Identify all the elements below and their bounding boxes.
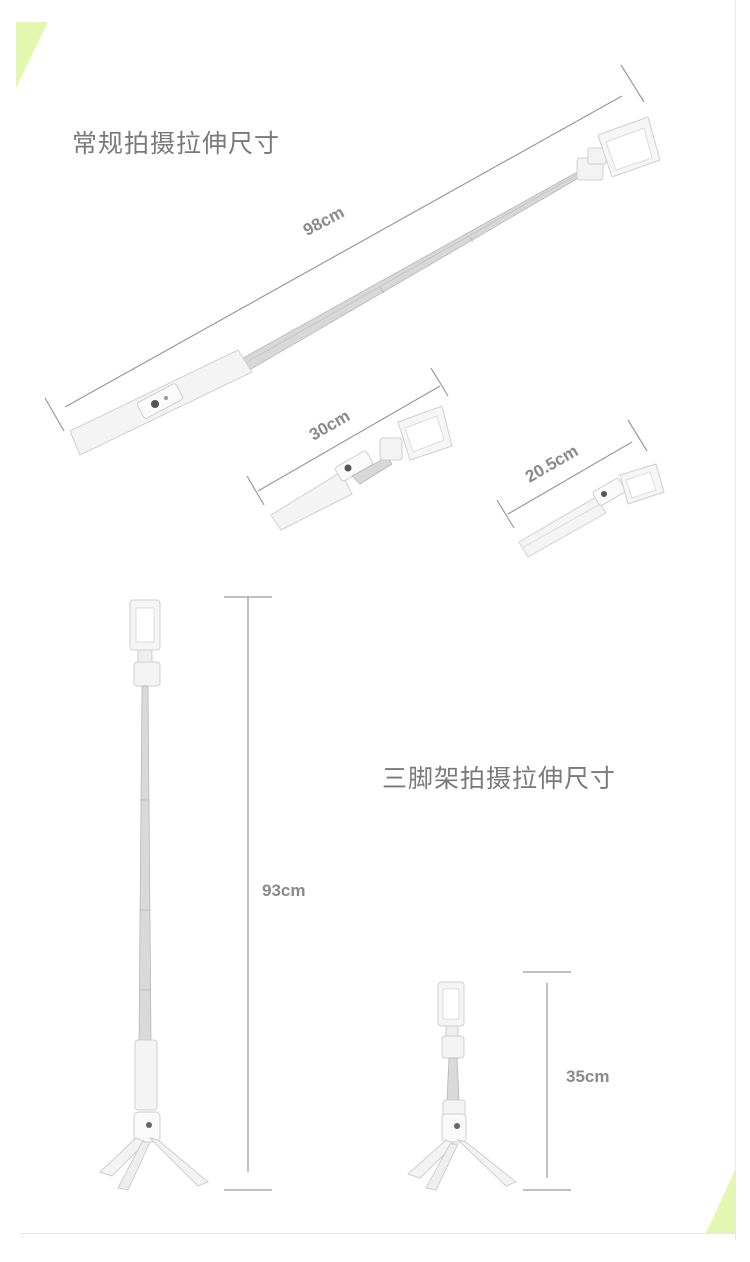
extended-pole <box>235 170 583 373</box>
folded-stick <box>518 463 665 558</box>
frame-right-line <box>735 0 736 1240</box>
corner-accent-top-left <box>16 22 48 88</box>
tall-tripod <box>99 599 209 1191</box>
tripod-shooting-title: 三脚架拍摄拉伸尺寸 <box>382 764 617 793</box>
dimension-line-98 <box>44 64 645 432</box>
normal-shooting-title: 常规拍摄拉伸尺寸 <box>72 129 281 158</box>
short-tripod <box>407 981 517 1191</box>
dimension-line-30 <box>246 367 449 506</box>
frame-bottom-line <box>20 1233 735 1234</box>
corner-accent-bottom-right <box>706 1168 736 1233</box>
measure-label-35cm: 35cm <box>566 1067 610 1086</box>
medium-stick <box>270 405 453 531</box>
dimension-line-20-5 <box>496 419 648 529</box>
extended-phone-clamp <box>576 116 661 181</box>
extended-handle <box>69 349 253 456</box>
extended-stick-illustration <box>44 64 665 558</box>
dimension-line-93 <box>224 596 272 1191</box>
tripod-illustration <box>99 596 571 1191</box>
measure-label-93cm: 93cm <box>262 881 306 900</box>
dimension-line-35 <box>523 971 571 1191</box>
